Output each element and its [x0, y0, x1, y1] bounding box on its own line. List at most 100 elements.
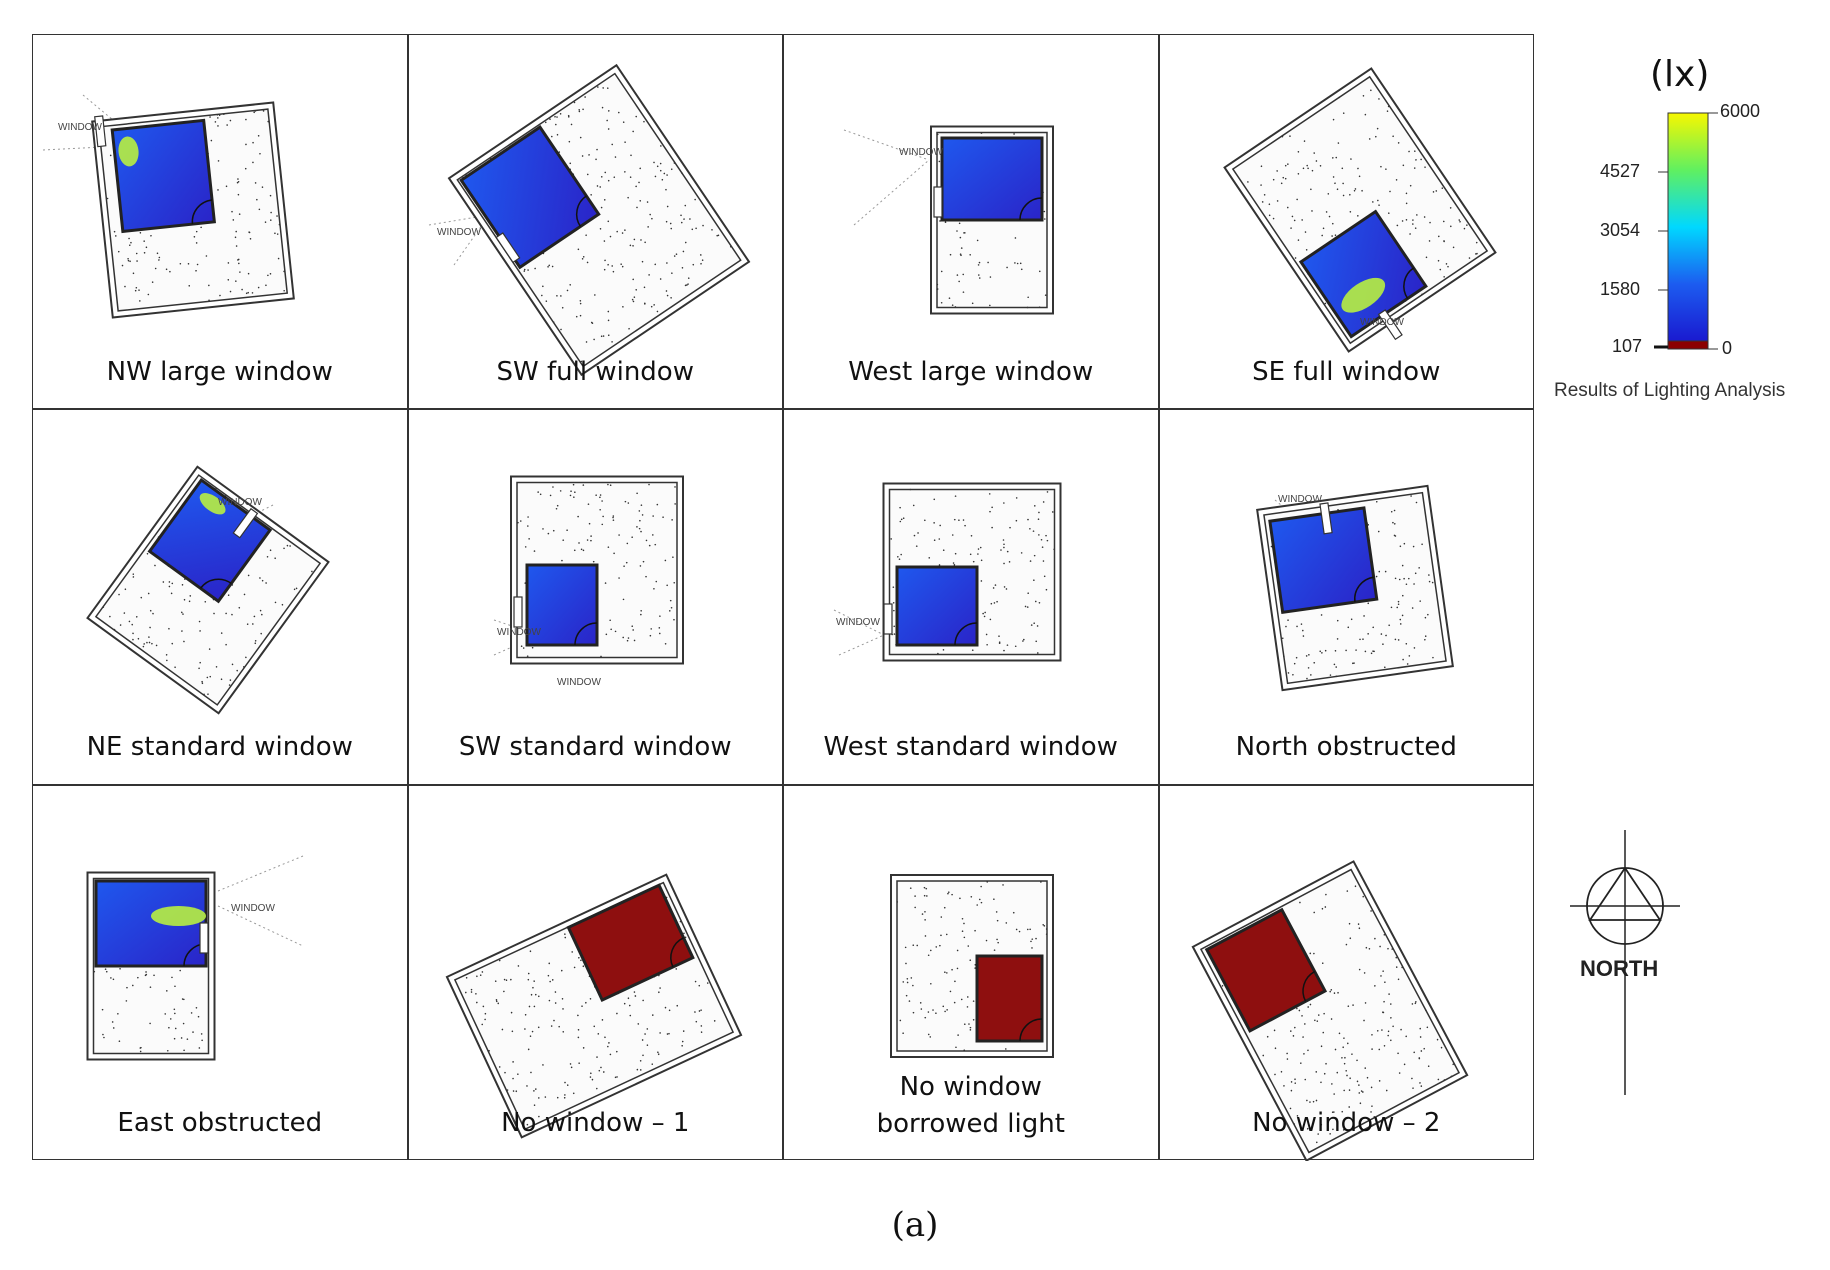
- speckle: [154, 267, 157, 270]
- speckle: [958, 519, 960, 522]
- speckle: [1442, 220, 1445, 223]
- speckle: [914, 894, 916, 897]
- speckle: [968, 1022, 970, 1025]
- speckle: [1328, 990, 1331, 993]
- speckle: [1295, 625, 1298, 628]
- speckle: [963, 1023, 966, 1025]
- speckle: [585, 341, 587, 343]
- speckle: [617, 111, 620, 114]
- speckle: [659, 162, 661, 165]
- speckle: [1340, 167, 1343, 170]
- speckle: [1432, 191, 1434, 193]
- speckle: [1369, 89, 1372, 92]
- speckle: [993, 948, 996, 951]
- speckle: [642, 120, 645, 123]
- speckle: [1371, 626, 1374, 629]
- speckle: [985, 939, 988, 941]
- speckle: [589, 194, 592, 196]
- speckle: [219, 294, 221, 297]
- speckle: [181, 584, 184, 586]
- speckle: [592, 338, 595, 341]
- speckle: [681, 267, 683, 269]
- speckle: [1301, 1035, 1304, 1038]
- speckle: [1338, 96, 1340, 99]
- speckle: [1356, 1080, 1358, 1082]
- speckle: [238, 607, 241, 609]
- speckle: [1401, 614, 1403, 617]
- speckle: [1418, 1057, 1420, 1059]
- speckle: [636, 1068, 638, 1071]
- speckle: [897, 556, 899, 558]
- speckle: [201, 681, 203, 683]
- speckle: [1273, 1073, 1276, 1075]
- speckle: [1281, 135, 1283, 138]
- speckle: [534, 993, 537, 996]
- speckle: [912, 504, 915, 507]
- speckle: [947, 892, 949, 895]
- speckle: [1358, 638, 1361, 641]
- speckle: [560, 560, 563, 562]
- speckle: [1376, 127, 1378, 130]
- speckle: [181, 997, 184, 1000]
- speckle: [217, 125, 219, 127]
- speckle: [589, 1075, 591, 1078]
- speckle: [954, 495, 957, 498]
- speckle: [1334, 156, 1337, 159]
- speckle: [174, 666, 176, 669]
- speckle: [174, 1012, 176, 1014]
- speckle: [1315, 1141, 1318, 1143]
- speckle: [1475, 241, 1478, 244]
- speckle: [906, 981, 909, 983]
- speckle: [659, 278, 661, 280]
- speckle: [470, 990, 472, 993]
- speckle: [1363, 971, 1365, 974]
- speckle: [555, 116, 558, 118]
- speckle: [104, 968, 107, 970]
- speckle: [1033, 622, 1035, 625]
- speckle: [1033, 579, 1035, 582]
- speckle: [548, 118, 551, 121]
- speckle: [149, 986, 152, 988]
- speckle: [547, 264, 550, 267]
- speckle: [609, 1053, 611, 1055]
- speckle: [592, 561, 595, 563]
- speckle: [1332, 176, 1334, 178]
- speckle: [126, 986, 128, 989]
- speckle: [1305, 678, 1308, 680]
- speckle: [1409, 184, 1411, 187]
- analysed-room: [525, 563, 598, 647]
- speckle: [596, 86, 599, 88]
- analysed-room: [565, 882, 695, 1002]
- speckle: [572, 496, 575, 499]
- speckle: [1332, 1110, 1335, 1113]
- window-opening: [494, 232, 520, 264]
- speckle: [946, 1008, 948, 1011]
- speckle: [631, 278, 634, 281]
- speckle: [939, 220, 941, 222]
- speckle: [1380, 633, 1382, 636]
- speckle: [1333, 663, 1335, 666]
- speckle: [1015, 520, 1018, 522]
- legend-max-label: 6000: [1720, 101, 1761, 121]
- speckle: [586, 173, 589, 176]
- speckle: [514, 1090, 517, 1092]
- speckle: [583, 96, 586, 98]
- speckle: [1370, 1033, 1373, 1036]
- speckle: [942, 649, 945, 651]
- speckle: [1386, 947, 1389, 950]
- speckle: [1356, 167, 1359, 170]
- speckle: [624, 501, 626, 503]
- speckle: [962, 519, 965, 522]
- speckle: [156, 252, 159, 255]
- speckle: [594, 158, 597, 161]
- speckle: [1413, 167, 1416, 169]
- speckle: [1307, 667, 1309, 670]
- speckle: [1417, 567, 1420, 569]
- speckle: [610, 265, 613, 267]
- speckle: [234, 236, 237, 239]
- speckle: [213, 613, 215, 615]
- speckle: [997, 941, 999, 944]
- speckle: [561, 539, 564, 542]
- speckle: [231, 614, 233, 616]
- speckle: [1018, 930, 1021, 933]
